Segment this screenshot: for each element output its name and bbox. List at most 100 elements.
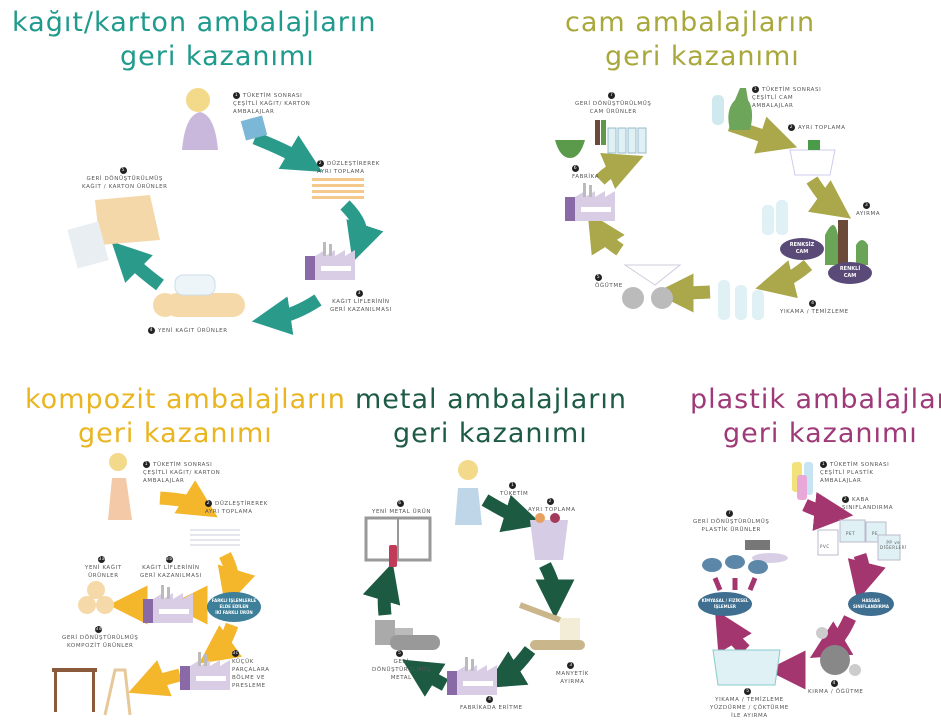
step-number: 3 bbox=[567, 662, 575, 669]
plastik-title-line2: geri kazanımı bbox=[723, 418, 918, 449]
step-number: 5 bbox=[595, 274, 602, 281]
step-text: GERİ DÖNÜŞTÜRÜLMÜŞ PLASTİK ÜRÜNLER bbox=[693, 519, 770, 533]
step-number: 3c bbox=[232, 650, 239, 657]
step-text: KABA SINIFLANDIRMA bbox=[842, 497, 894, 511]
step-number: 5 bbox=[119, 167, 127, 174]
step-text: KAĞIT LİFLERİNİN GERİ KAZANILMASI bbox=[330, 299, 392, 313]
step-text: DÜZLEŞTİREREK AYRI TOPLAMA bbox=[317, 161, 380, 175]
chemical-physical-ellipse: KİMYASAL / FİZİKSEL İŞLEMLER bbox=[698, 592, 752, 616]
step-text: FABRİKA bbox=[572, 174, 600, 180]
step-text: KÜÇÜK PARÇALARA BÖLME VE PRESLEME bbox=[232, 659, 270, 689]
step-text: AYIRMA bbox=[856, 211, 881, 217]
kompozit-title-line1: kompozit ambalajların bbox=[25, 384, 346, 415]
step-number: 7 bbox=[726, 510, 734, 517]
step-text: ÖĞÜTME bbox=[595, 283, 623, 289]
bin-label-pp: PP ve DİĞERLERİ bbox=[880, 540, 907, 550]
step-text: MANYETİK AYIRMA bbox=[556, 671, 589, 685]
step-text: GERİ DÖNÜŞTÜRÜLMÜŞ KOMPOZİT ÜRÜNLER bbox=[62, 635, 139, 649]
kompozit-illustrations bbox=[52, 453, 240, 716]
plastik-illustrations bbox=[702, 462, 901, 686]
step-number: 3 bbox=[355, 290, 363, 297]
step-number: 3d bbox=[95, 626, 103, 633]
step-number: 1 bbox=[509, 482, 517, 489]
step-number: 1 bbox=[143, 461, 150, 468]
step-text: GERİ DÖNÜŞTÜRÜLMÜŞ CAM ÜRÜNLER bbox=[575, 101, 652, 115]
step-text: AYRI TOPLAMA bbox=[528, 507, 576, 513]
step-number: 4 bbox=[148, 327, 155, 334]
step-number: 4 bbox=[830, 680, 838, 687]
step-number: 4 bbox=[809, 300, 817, 307]
kagit-illustrations bbox=[67, 88, 364, 317]
step-number: 6 bbox=[396, 500, 404, 507]
step-text: FABRİKADA ERİTME bbox=[460, 705, 523, 711]
colorless-glass-badge: RENKSİZ CAM bbox=[780, 238, 824, 260]
step-text: KAĞIT LİFLERİNİN GERİ KAZANILMASI bbox=[140, 565, 202, 579]
kompozit-title-line2: geri kazanımı bbox=[78, 418, 273, 449]
metal-title-line2: geri kazanımı bbox=[393, 418, 588, 449]
step-text: GERİ DÖNÜŞTÜRÜLMÜŞ KAĞIT / KARTON ÜRÜNLE… bbox=[82, 176, 168, 190]
kompozit-arrows bbox=[108, 480, 256, 697]
step-number: 1 bbox=[233, 92, 240, 99]
colored-glass-badge: RENKLİ CAM bbox=[828, 262, 872, 284]
step-number: 3 bbox=[863, 202, 871, 209]
step-number: 7 bbox=[608, 92, 616, 99]
plastik-title-line1: plastik ambalajların bbox=[690, 384, 941, 415]
step-text: TÜKETİM SONRASI ÇEŞİTLİ PLASTİK AMBALAJL… bbox=[820, 462, 890, 484]
metal-title-line1: metal ambalajların bbox=[355, 384, 627, 415]
metal-arrows bbox=[362, 494, 575, 697]
step-text: DÜZLEŞTİREREK AYRI TOPLAMA bbox=[205, 501, 268, 515]
step-number: 6 bbox=[572, 165, 579, 172]
step-number: 2 bbox=[546, 498, 554, 505]
step-number: 2 bbox=[205, 500, 212, 507]
step-number: 5 bbox=[396, 650, 404, 657]
step-number: 1 bbox=[752, 86, 759, 93]
step-text: TÜKETİM SONRASI ÇEŞİTLİ CAM AMBALAJLAR bbox=[752, 87, 822, 109]
step-number: 1 bbox=[820, 461, 827, 468]
bin-label-pet: PET bbox=[846, 531, 856, 536]
two-products-ellipse: FARKLI İŞLEMLERLE ELDE EDİLEN İKİ FARKLI… bbox=[207, 592, 261, 622]
step-text: AYRI TOPLAMA bbox=[798, 125, 846, 131]
step-number: 5 bbox=[744, 688, 752, 695]
fine-sorting-ellipse: HASSAS SINIFLANDIRMA bbox=[848, 592, 894, 616]
step-text: YENİ METAL ÜRÜN bbox=[372, 509, 432, 515]
kagit-title-line1: kağıt/karton ambalajların bbox=[12, 7, 377, 38]
step-number: 3b bbox=[165, 556, 173, 563]
step-text: YENİ KAĞIT ÜRÜNLER bbox=[85, 565, 122, 579]
step-text: GERİ DÖNÜŞTÜRÜLMÜŞ METAL bbox=[372, 659, 431, 681]
cam-title-line1: cam ambalajların bbox=[565, 7, 816, 38]
step-number: 3a bbox=[98, 556, 106, 563]
cam-title-line2: geri kazanımı bbox=[605, 41, 800, 72]
metal-illustrations bbox=[364, 460, 585, 695]
bin-label-pvc: PVC bbox=[820, 544, 830, 549]
cam-illustrations bbox=[555, 88, 868, 320]
plastik-arrows bbox=[714, 492, 886, 690]
step-number: 4 bbox=[486, 696, 494, 703]
bin-label-pe: PE bbox=[872, 531, 879, 536]
